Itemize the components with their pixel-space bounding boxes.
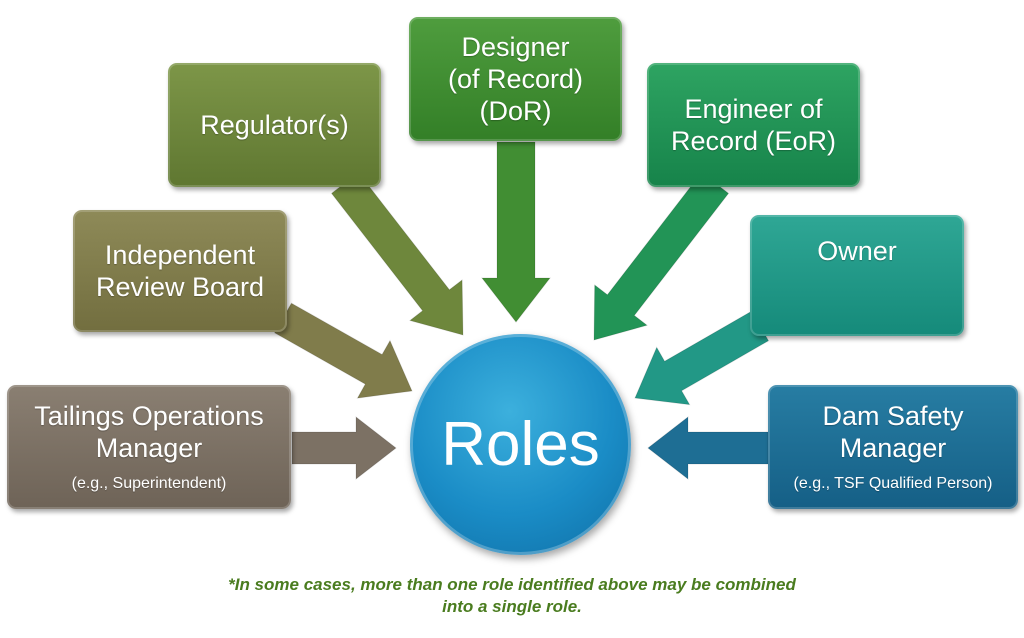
- roles-circle: Roles: [410, 334, 631, 555]
- footnote: *In some cases, more than one role ident…: [0, 574, 1024, 618]
- tailings-operations-manager-title: Tailings Operations Manager: [34, 401, 264, 463]
- designer-of-record-arrow: [480, 141, 552, 323]
- engineer-of-record-title: Engineer of Record (EoR): [670, 94, 837, 156]
- tailings-operations-manager-arrow: [291, 415, 397, 481]
- tailings-operations-manager-note: (e.g., Superintendent): [71, 475, 227, 492]
- independent-review-board-title: Independent Review Board: [95, 240, 265, 302]
- dam-safety-manager-arrow: [647, 415, 769, 481]
- owner-title: Owner: [817, 235, 897, 266]
- owner-arrow: [634, 310, 770, 406]
- dam-safety-manager-title: Dam Safety Manager: [822, 401, 964, 463]
- dam-safety-manager-box: Dam Safety Manager (e.g., TSF Qualified …: [768, 385, 1018, 509]
- independent-review-board-box: Independent Review Board: [73, 210, 287, 332]
- engineer-of-record-arrow: [593, 171, 730, 341]
- owner-box: Owner: [750, 215, 964, 336]
- footnote-text: *In some cases, more than one role ident…: [228, 575, 796, 616]
- regulators-box: Regulator(s): [168, 63, 381, 187]
- tailings-operations-manager-box: Tailings Operations Manager (e.g., Super…: [7, 385, 291, 509]
- roles-label: Roles: [441, 410, 600, 479]
- engineer-of-record-box: Engineer of Record (EoR): [647, 63, 860, 187]
- independent-review-board-arrow: [273, 302, 413, 399]
- dam-safety-manager-note: (e.g., TSF Qualified Person): [793, 475, 993, 492]
- designer-of-record-box: Designer (of Record) (DoR): [409, 17, 622, 141]
- regulators-arrow: [330, 171, 464, 336]
- designer-of-record-title: Designer (of Record) (DoR): [447, 32, 584, 126]
- regulators-title: Regulator(s): [200, 110, 349, 140]
